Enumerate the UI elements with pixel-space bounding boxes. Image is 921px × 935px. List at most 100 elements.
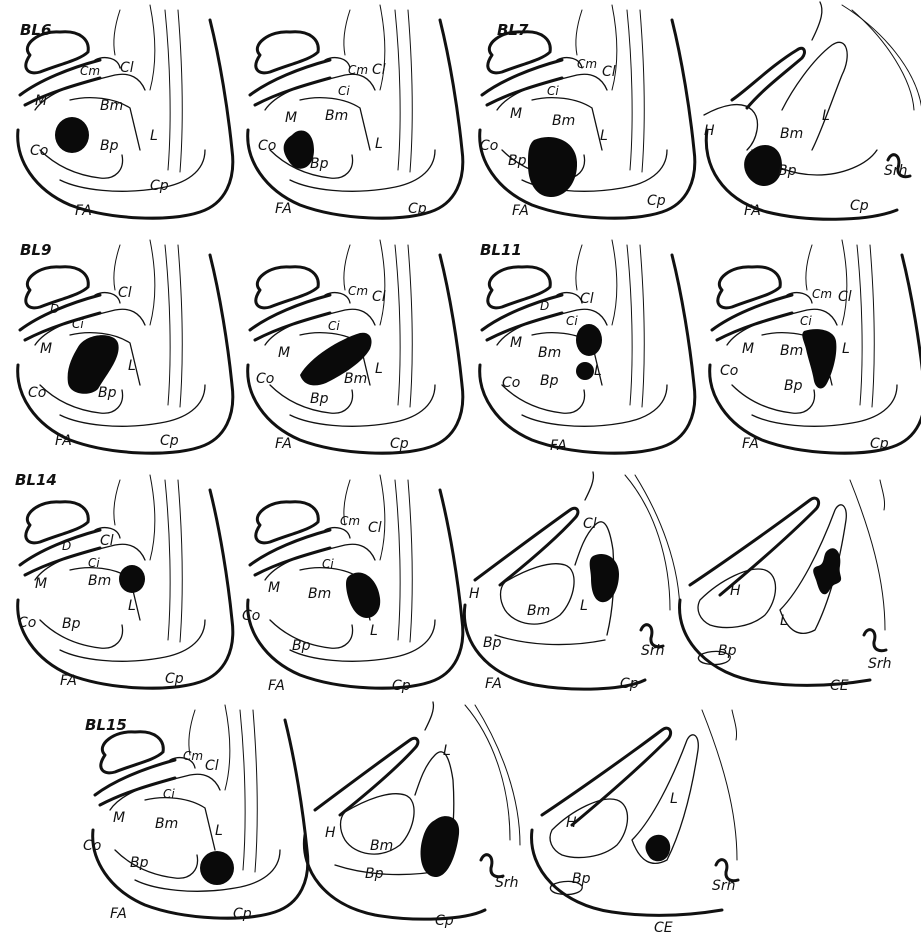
region-label-srh: Srh xyxy=(712,878,736,894)
region-label-h: H xyxy=(704,123,715,139)
region-label-srh: Srh xyxy=(868,656,892,672)
section-panel-1: BL6CmClMBmLCoBpCpFA xyxy=(18,5,233,219)
region-label-co: Co xyxy=(480,138,498,154)
region-label-cm: Cm xyxy=(340,514,360,528)
region-label-bp: Bp xyxy=(310,391,329,407)
panels-layer: BL6CmClMBmLCoBpCpFA CmClCiMBmLCoBpFACp B… xyxy=(15,2,921,935)
region-label-cp: Cp xyxy=(870,436,889,452)
region-label-bm: Bm xyxy=(100,98,123,114)
region-label-fa: FA xyxy=(55,433,72,449)
region-label-cp: Cp xyxy=(850,198,869,214)
region-label-h: H xyxy=(325,825,336,841)
region-label-srh: Srh xyxy=(884,163,908,179)
region-label-fa: FA xyxy=(744,203,761,219)
region-label-l: L xyxy=(215,823,223,839)
lesion-mark xyxy=(421,816,460,877)
region-label-cp: Cp xyxy=(165,671,184,687)
region-label-bp: Bp xyxy=(98,385,117,401)
region-label-bm: Bm xyxy=(780,126,803,142)
region-label-bm: Bm xyxy=(780,343,803,359)
region-label-m: M xyxy=(113,810,125,826)
region-label-m: M xyxy=(278,345,290,361)
region-label-cm: Cm xyxy=(348,63,368,77)
case-tag: BL11 xyxy=(480,241,522,259)
lesion-mark xyxy=(346,572,380,618)
region-label-co: Co xyxy=(83,838,101,854)
region-label-fa: FA xyxy=(75,203,92,219)
region-label-l: L xyxy=(375,361,383,377)
region-label-m: M xyxy=(35,93,47,109)
section-panel-7: BL11DClCiMBmLCoBpFA xyxy=(480,240,695,454)
lesion-mark xyxy=(744,145,782,186)
region-label-h: H xyxy=(469,586,480,602)
region-label-d: D xyxy=(62,539,71,553)
region-label-ci: Ci xyxy=(800,314,812,328)
section-outline xyxy=(304,702,520,919)
region-label-l: L xyxy=(670,791,678,807)
region-label-fa: FA xyxy=(110,906,127,922)
section-panel-2: CmClCiMBmLCoBpFACp xyxy=(248,5,463,218)
region-label-bp: Bp xyxy=(365,866,384,882)
region-label-l: L xyxy=(600,128,608,144)
region-label-cp: Cp xyxy=(390,436,409,452)
region-label-co: Co xyxy=(720,363,738,379)
region-label-ci: Ci xyxy=(72,317,84,331)
region-label-d: D xyxy=(540,299,549,313)
region-label-bp: Bp xyxy=(62,616,81,632)
region-label-ce: CE xyxy=(830,678,849,694)
region-label-bp: Bp xyxy=(778,163,797,179)
region-label-bp: Bp xyxy=(784,378,803,394)
region-label-cl: Cl xyxy=(205,758,219,774)
region-label-cl: Cl xyxy=(372,62,386,78)
region-label-bm: Bm xyxy=(155,816,178,832)
region-label-ci: Ci xyxy=(328,319,340,333)
region-label-fa: FA xyxy=(60,673,77,689)
region-label-ci: Ci xyxy=(322,557,334,571)
region-label-m: M xyxy=(285,110,297,126)
region-label-m: M xyxy=(742,341,754,357)
region-label-cl: Cl xyxy=(372,289,386,305)
region-label-cp: Cp xyxy=(408,201,427,217)
region-label-cp: Cp xyxy=(392,678,411,694)
region-label-fa: FA xyxy=(485,676,502,692)
region-label-cm: Cm xyxy=(80,64,100,78)
section-panel-12: HLBpSrhCE xyxy=(680,480,892,694)
section-outline xyxy=(248,5,463,218)
section-panel-3: BL7CmClCiMBmLCoBpFACp xyxy=(480,5,695,219)
region-label-ci: Ci xyxy=(163,787,175,801)
region-label-cl: Cl xyxy=(580,291,594,307)
section-panel-13: BL15CmClCiMBmLCoBpFACp xyxy=(83,705,308,922)
region-label-bm: Bm xyxy=(527,603,550,619)
region-label-ci: Ci xyxy=(88,556,100,570)
region-label-bm: Bm xyxy=(344,371,367,387)
region-label-bp: Bp xyxy=(718,643,737,659)
region-label-m: M xyxy=(510,335,522,351)
region-label-co: Co xyxy=(258,138,276,154)
region-label-bm: Bm xyxy=(538,345,561,361)
section-outline xyxy=(680,480,886,685)
region-label-fa: FA xyxy=(742,436,759,452)
case-tag: BL9 xyxy=(20,241,51,259)
case-tag: BL15 xyxy=(85,716,127,734)
region-label-ce: CE xyxy=(654,920,673,935)
region-label-bp: Bp xyxy=(100,138,119,154)
region-label-l: L xyxy=(128,358,136,374)
case-tag: BL6 xyxy=(20,21,51,39)
section-panel-8: CmClCiMBmLCoBpFACp xyxy=(710,240,921,453)
region-label-cl: Cl xyxy=(100,533,114,549)
region-label-l: L xyxy=(443,743,451,759)
region-label-bp: Bp xyxy=(483,635,502,651)
region-label-cm: Cm xyxy=(183,749,203,763)
region-label-l: L xyxy=(128,598,136,614)
section-panel-9: BL14DClCiMBmLCoBpFACp xyxy=(15,471,233,689)
region-label-cp: Cp xyxy=(647,193,666,209)
region-label-l: L xyxy=(842,341,850,357)
region-label-cm: Cm xyxy=(577,57,597,71)
lesion-mark xyxy=(646,835,671,861)
region-label-co: Co xyxy=(242,608,260,624)
case-tag: BL7 xyxy=(497,21,529,39)
region-label-l: L xyxy=(375,136,383,152)
section-panel-15: LHBpSrhCE xyxy=(532,710,738,935)
region-label-l: L xyxy=(780,613,788,629)
region-label-ci: Ci xyxy=(566,314,578,328)
